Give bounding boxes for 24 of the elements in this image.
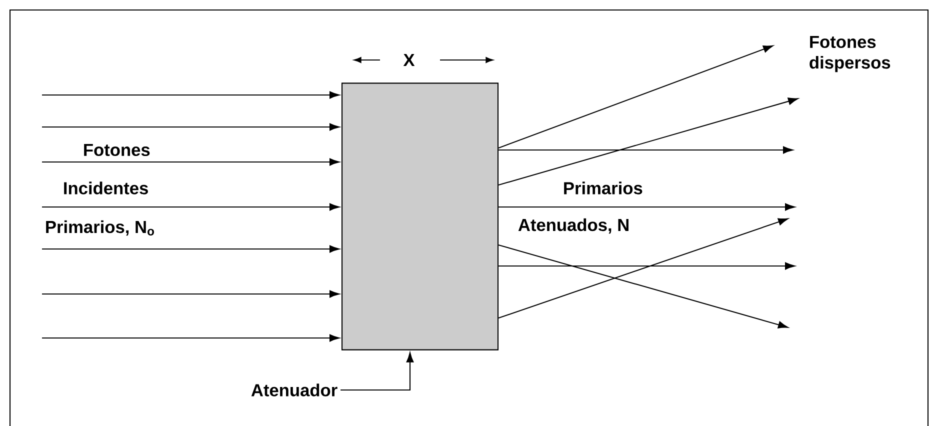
arrow [498, 218, 788, 318]
arrow [42, 290, 340, 298]
arrow [42, 245, 340, 253]
arrow [498, 244, 788, 328]
arrow [498, 203, 796, 211]
arrow [340, 352, 414, 391]
text-label: Primarios, N$_{o}$ [46, 220, 154, 236]
text-label: Atenuador [251, 384, 338, 396]
arrow [498, 45, 774, 148]
text-label: Fotones [84, 144, 150, 156]
arrow [498, 146, 794, 154]
dimension-label: X [403, 54, 415, 66]
arrow [42, 203, 340, 211]
text-label: Fotones dispersos [810, 36, 890, 72]
arrow [42, 123, 340, 131]
arrow [42, 334, 340, 342]
arrow [42, 91, 340, 99]
arrow [42, 158, 340, 166]
attenuator-block [341, 82, 499, 350]
arrow [498, 262, 796, 270]
arrow [498, 98, 798, 186]
text-label: Incidentes [64, 182, 148, 194]
text-label: Primarios [564, 182, 642, 194]
text-label: Atenuados, N [518, 218, 628, 234]
